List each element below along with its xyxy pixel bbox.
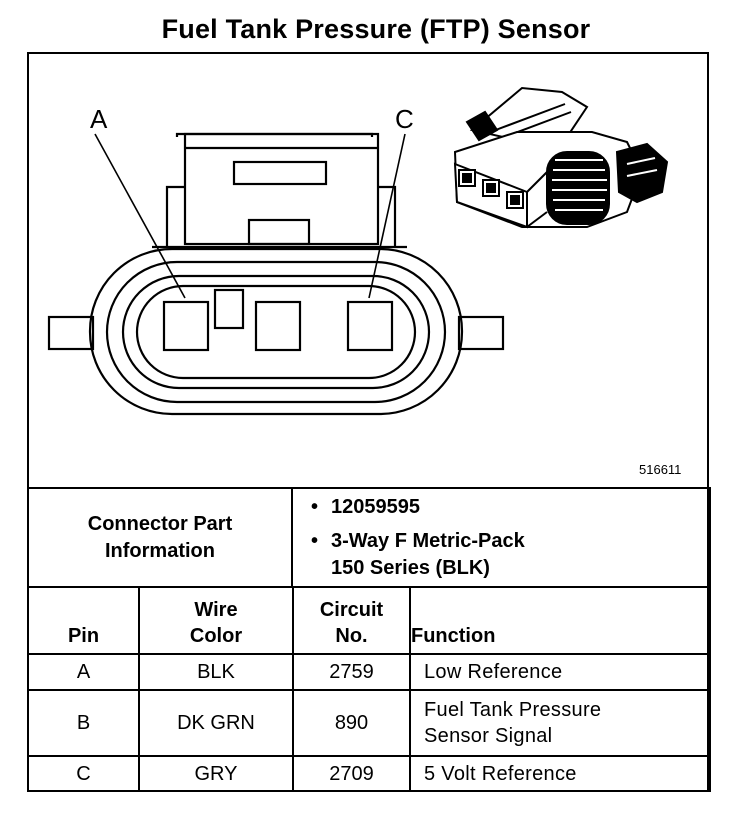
header-function: Function [409,586,711,655]
cell-wire-color: GRY [138,755,294,792]
table-row: B DK GRN 890 Fuel Tank Pressure Sensor S… [27,689,711,757]
connector-diagram: A C [47,86,669,416]
pin-table: Pin Wire Color Circuit No. Function A BL… [27,586,711,792]
bullet-icon: • [311,495,319,518]
cell-function: Low Reference [409,653,711,691]
connector-info-table: Connector Part Information • 12059595 • … [27,487,711,588]
cell-function: 5 Volt Reference [409,755,711,792]
table-row: A BLK 2759 Low Reference [27,653,711,691]
document-frame [27,52,709,792]
cell-pin: A [27,653,140,691]
cell-wire-color: DK GRN [138,689,294,757]
cell-pin: C [27,755,140,792]
cell-circuit: 2759 [292,653,411,691]
pin-label-a: A [90,104,108,134]
bullet-icon: • [311,529,319,552]
cell-circuit: 2709 [292,755,411,792]
header-circuit: Circuit No. [292,586,411,655]
connector-part-number: • 12059595 [311,494,709,521]
connector-description: • 3-Way F Metric-Pack 150 Series (BLK) [311,529,525,579]
cell-pin: B [27,689,140,757]
header-pin: Pin [27,586,140,655]
table-row: C GRY 2709 5 Volt Reference [27,755,711,792]
pin-table-header: Pin Wire Color Circuit No. Function [27,586,711,655]
pin-label-c: C [395,104,414,134]
connector-info-label-line1: Connector Part [87,512,233,535]
cell-circuit: 890 [292,689,411,757]
connector-info-label: Connector Part Information [27,487,293,588]
header-wire-color: Wire Color [138,586,294,655]
figure-number: 516611 [639,462,682,477]
cell-function: Fuel Tank Pressure Sensor Signal [409,689,711,757]
cell-wire-color: BLK [138,653,294,691]
connector-3d-illustration [453,86,669,229]
page-title: Fuel Tank Pressure (FTP) Sensor [161,14,591,44]
connector-info-label-line2: Information [105,539,215,562]
connector-info-values: • 12059595 • 3-Way F Metric-Pack 150 Ser… [291,487,711,588]
